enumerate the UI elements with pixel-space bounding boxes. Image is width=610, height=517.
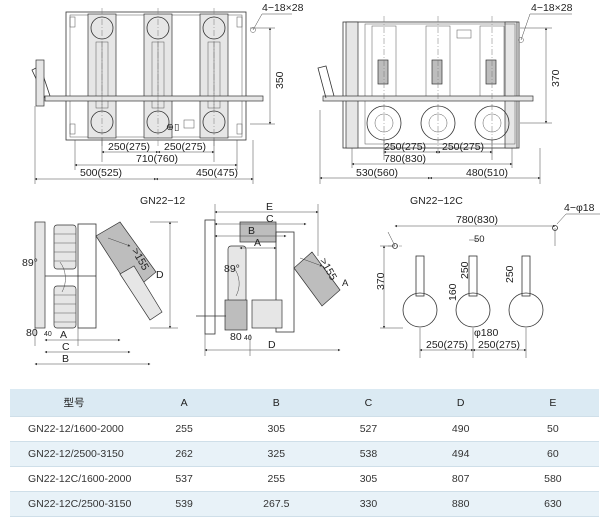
table-cell-model: GN22-12/2500-3150 bbox=[10, 441, 138, 467]
table-cell-d: 880 bbox=[414, 491, 507, 517]
table-header-row: 型号 A B C D E bbox=[10, 389, 599, 417]
front-view-gn22-12: ⊕▯ 4−18×28 350 250(275) 250(275) 710(760… bbox=[31, 2, 304, 207]
header-b: B bbox=[230, 389, 323, 417]
table-cell-c: 538 bbox=[322, 441, 415, 467]
dim-40-mid: 40 bbox=[244, 335, 252, 342]
header-e: E bbox=[506, 389, 599, 417]
header-a: A bbox=[138, 389, 231, 417]
letter-c-left: C bbox=[62, 341, 70, 353]
table-cell-e: 630 bbox=[506, 491, 599, 517]
table-cell-b: 325 bbox=[230, 441, 323, 467]
table-row: GN22-12C/2500-3150 539 267.5 330 880 630 bbox=[10, 491, 599, 517]
dim-250-275-c: 250(275) bbox=[384, 141, 426, 153]
model-label-gn22-12c: GN22−12C bbox=[410, 195, 463, 207]
dim-710-760: 710(760) bbox=[136, 153, 178, 165]
angle-89-left: 89° bbox=[22, 257, 38, 269]
hole-spec-right: 4−18×28 bbox=[531, 2, 573, 14]
letter-e-mid: E bbox=[266, 201, 273, 213]
insulator-upper bbox=[53, 224, 77, 270]
table-cell-d: 494 bbox=[414, 441, 507, 467]
table-cell-e: 50 bbox=[506, 416, 599, 442]
dim-180-plan: φ180 bbox=[474, 327, 498, 339]
dim-500-525: 500(525) bbox=[80, 167, 122, 179]
hole-spec-plan: 4−φ18 bbox=[564, 202, 595, 214]
table-row: GN22-12/1600-2000 255 305 527 490 50 bbox=[10, 416, 599, 442]
table-cell-model: GN22-12/1600-2000 bbox=[10, 416, 138, 442]
dim-40-left: 40 bbox=[44, 331, 52, 338]
insulator-lower bbox=[53, 285, 77, 329]
letter-a-mid: A bbox=[254, 237, 261, 249]
table-cell-c: 527 bbox=[322, 416, 415, 442]
letter-c-mid: C bbox=[266, 213, 274, 225]
letter-d-left: D bbox=[156, 269, 164, 281]
dim-80-left: 80 bbox=[26, 327, 38, 339]
table-cell-a: 537 bbox=[138, 466, 231, 492]
dim-780-830-top: 780(830) bbox=[384, 153, 426, 165]
dim-480-510: 480(510) bbox=[466, 167, 508, 179]
dim-370-top: 370 bbox=[550, 69, 562, 87]
letter-b-mid: B bbox=[248, 225, 255, 237]
table-cell-model: GN22-12C/1600-2000 bbox=[10, 466, 138, 492]
side-view-gn22-12c: 89° >155 A E C B A 80 40 D bbox=[196, 201, 349, 356]
dim-250-275-d: 250(275) bbox=[442, 141, 484, 153]
angle-89-mid: 89° bbox=[224, 263, 240, 275]
dim-250-plan-a: 250 bbox=[459, 261, 471, 279]
front-view-gn22-12c: 4−18×28 370 250(275) 250(275) 780(830) 5… bbox=[317, 2, 573, 207]
table-row: GN22-12/2500-3150 262 325 538 494 60 bbox=[10, 441, 599, 467]
dim-530-560: 530(560) bbox=[356, 167, 398, 179]
side-view-gn22-12: 89° >155 80 40 A C B D bbox=[22, 221, 178, 366]
header-d: D bbox=[414, 389, 507, 417]
letter-d-mid: D bbox=[268, 339, 276, 351]
dim-370-plan: 370 bbox=[375, 272, 387, 290]
letter-a-left: A bbox=[60, 329, 67, 341]
dimension-table: 型号 A B C D E GN22-12/1600-2000 255 305 5… bbox=[10, 389, 599, 517]
table-cell-b: 305 bbox=[230, 416, 323, 442]
hole-spec-left: 4−18×28 bbox=[262, 2, 304, 14]
letter-b-left: B bbox=[62, 353, 69, 365]
dim-250-275-plan-b: 250(275) bbox=[478, 339, 520, 351]
table-cell-a: 262 bbox=[138, 441, 231, 467]
table-cell-c: 305 bbox=[322, 466, 415, 492]
model-label-gn22-12: GN22−12 bbox=[140, 195, 185, 207]
table-cell-b: 255 bbox=[230, 466, 323, 492]
table-cell-e: 60 bbox=[506, 441, 599, 467]
dim-780-830-plan: 780(830) bbox=[456, 214, 498, 226]
table-cell-a: 539 bbox=[138, 491, 231, 517]
dim-250-275-a: 250(275) bbox=[108, 141, 150, 153]
svg-text:⊕▯: ⊕▯ bbox=[166, 122, 179, 133]
dim-250-275-plan-a: 250(275) bbox=[426, 339, 468, 351]
table-cell-model: GN22-12C/2500-3150 bbox=[10, 491, 138, 517]
table-cell-e: 580 bbox=[506, 466, 599, 492]
dim-450-475: 450(475) bbox=[196, 167, 238, 179]
table-cell-d: 490 bbox=[414, 416, 507, 442]
dim-50-plan: 50 bbox=[474, 234, 485, 245]
dim-160-plan: 160 bbox=[447, 283, 459, 301]
dim-350: 350 bbox=[274, 71, 286, 89]
table-cell-c: 330 bbox=[322, 491, 415, 517]
letter-a-side: A bbox=[342, 278, 349, 289]
table-cell-b: 267.5 bbox=[230, 491, 323, 517]
table-cell-d: 807 bbox=[414, 466, 507, 492]
plan-view-gn22-12c: 4−φ18 780(830) 370 50 250 250 160 φ180 2… bbox=[375, 202, 600, 358]
dim-250-plan-b: 250 bbox=[504, 265, 516, 283]
technical-drawing: ⊕▯ 4−18×28 350 250(275) 250(275) 710(760… bbox=[22, 2, 600, 366]
header-model: 型号 bbox=[10, 389, 138, 417]
dim-250-275-b: 250(275) bbox=[164, 141, 206, 153]
header-c: C bbox=[322, 389, 415, 417]
table-cell-a: 255 bbox=[138, 416, 231, 442]
dim-80-mid: 80 bbox=[230, 331, 242, 343]
table-row: GN22-12C/1600-2000 537 255 305 807 580 bbox=[10, 466, 599, 492]
